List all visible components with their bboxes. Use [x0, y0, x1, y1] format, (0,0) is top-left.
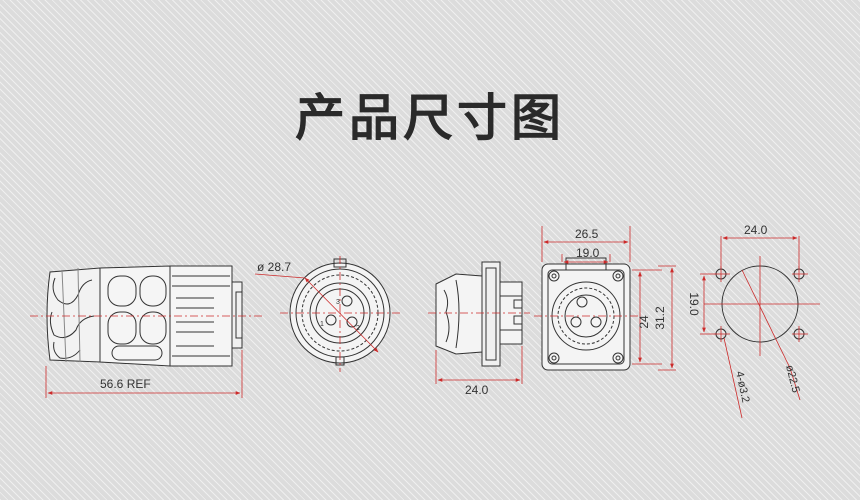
flange-dimensions: [534, 226, 676, 371]
cutout-diameter-label: ø22.5: [783, 364, 801, 394]
cutout-spacing-x-label: 24.0: [744, 223, 768, 237]
front-dimensions: [254, 256, 400, 372]
front-diameter-label: ø 28.7: [257, 260, 291, 274]
pin-1-label: 1: [320, 321, 324, 328]
profile-dimensions: [428, 312, 530, 384]
profile-width-label: 24.0: [465, 383, 489, 397]
cutout-dimensions: [700, 236, 820, 419]
profile-view: [435, 261, 523, 367]
flange-height-outer-label: 31.2: [653, 306, 667, 330]
flange-top-outer-label: 26.5: [575, 227, 599, 241]
page-title: 产品尺寸图: [295, 89, 565, 147]
side-length-label: 56.6 REF: [100, 377, 151, 391]
knurled-nut: [46, 267, 101, 363]
cutout-holes-label: 4-ø3.2: [733, 370, 751, 404]
pin-2-label: 2: [356, 325, 360, 332]
flange-top-inner-label: 19.0: [576, 246, 600, 260]
panel-flange: [481, 261, 501, 367]
flange-view: [541, 257, 631, 371]
pin-3-label: 3: [336, 299, 340, 306]
cutout-spacing-y-label: 19.0: [687, 292, 701, 316]
side-dimensions: [30, 315, 262, 398]
flange-height-inner-label: 24: [637, 315, 651, 329]
